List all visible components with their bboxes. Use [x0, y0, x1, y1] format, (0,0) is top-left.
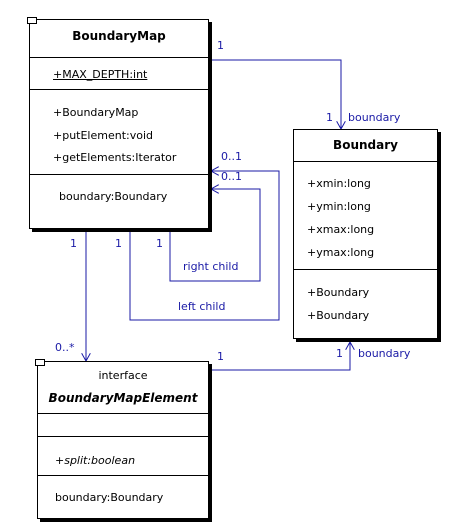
attributes-compartment [38, 413, 208, 437]
attribute: +xmin:long [307, 177, 371, 190]
multiplicity-label: 1 [326, 111, 333, 124]
class-icon [35, 359, 45, 366]
attribute: +ymin:long [307, 200, 371, 213]
operation: +Boundary [307, 286, 370, 299]
attribute: +xmax:long [307, 223, 375, 236]
operation: +split:boolean [55, 454, 136, 467]
static-attribute: +MAX_DEPTH:int [53, 68, 148, 81]
role-label: left child [178, 300, 226, 313]
role-label: boundary [358, 347, 411, 360]
role-label: right child [183, 260, 239, 273]
operation: +getElements:Iterator [53, 151, 177, 164]
multiplicity-label: 1 [217, 39, 224, 52]
field: boundary:Boundary [55, 491, 164, 504]
association-right-child[interactable] [169, 189, 261, 282]
stereotype-label: interface [98, 369, 148, 382]
interface-boundary-map-element[interactable]: interface BoundaryMapElement +split:bool… [35, 359, 209, 520]
field: boundary:Boundary [59, 190, 168, 203]
association-map-to-boundary[interactable] [208, 59, 341, 129]
multiplicity-label: 0..* [55, 341, 75, 354]
multiplicity-label: 1 [156, 237, 163, 250]
attribute: +ymax:long [307, 246, 375, 259]
multiplicity-label: 1 [217, 350, 224, 363]
multiplicity-label: 1 [115, 237, 122, 250]
association-left-child[interactable] [129, 171, 280, 321]
operation: +putElement:void [53, 129, 154, 142]
multiplicity-label: 1 [70, 237, 77, 250]
class-boundary[interactable]: Boundary +xmin:long +ymin:long +xmax:lon… [293, 129, 438, 339]
operation: +Boundary [307, 309, 370, 322]
class-icon [27, 17, 37, 24]
operations-compartment: +split:boolean [38, 436, 208, 476]
class-name: Boundary [333, 138, 398, 152]
attributes-compartment: +xmin:long +ymin:long +xmax:long +ymax:l… [294, 161, 437, 270]
multiplicity-label: 0..1 [221, 170, 242, 183]
operations-compartment: +BoundaryMap +putElement:void +getElemen… [30, 89, 208, 174]
field-compartment: boundary:Boundary [30, 174, 208, 230]
multiplicity-label: 1 [336, 347, 343, 360]
multiplicity-label: 0..1 [221, 150, 242, 163]
operation: +BoundaryMap [53, 106, 139, 119]
class-name: BoundaryMap [72, 29, 166, 43]
class-boundary-map[interactable]: BoundaryMap +MAX_DEPTH:int +BoundaryMap … [27, 17, 209, 230]
operations-compartment: +Boundary +Boundary [294, 269, 437, 339]
interface-name: BoundaryMapElement [48, 391, 198, 405]
association-element-to-boundary[interactable] [208, 342, 350, 371]
field-compartment: boundary:Boundary [38, 475, 208, 520]
static-attribute-compartment: +MAX_DEPTH:int [30, 57, 208, 89]
role-label: boundary [348, 111, 401, 124]
